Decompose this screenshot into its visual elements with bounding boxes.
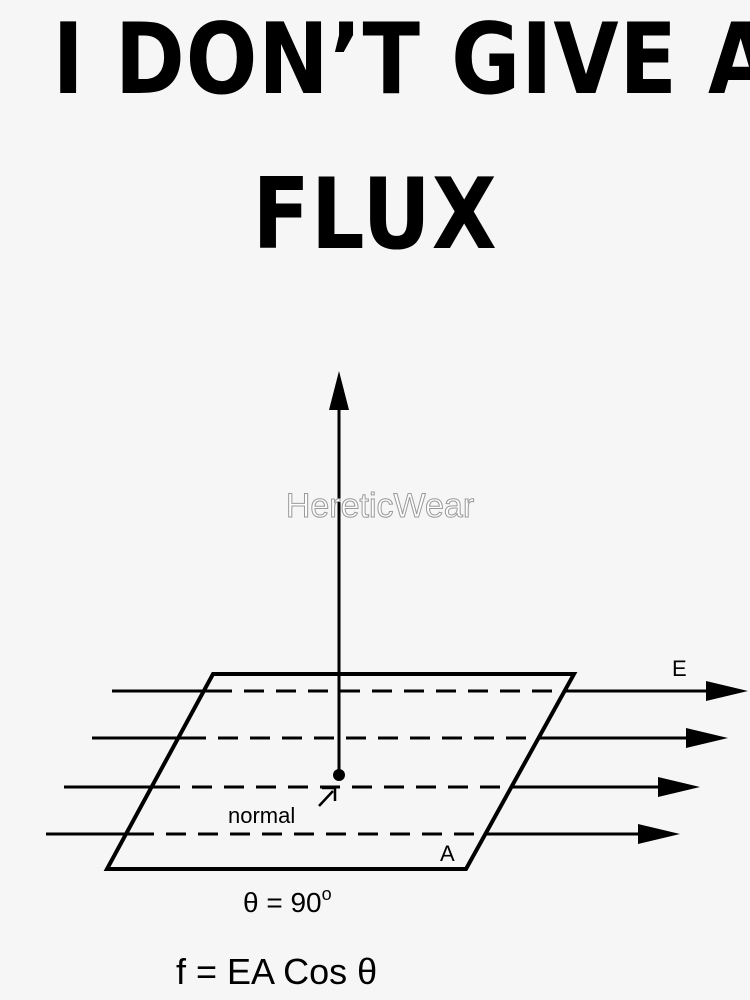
flux-formula: f = EA Cos θ xyxy=(176,951,377,992)
headline-line-1: I DON’T GIVE A xyxy=(52,3,750,117)
field-line-3 xyxy=(64,777,700,797)
field-line-2 xyxy=(92,728,728,748)
normal-vector xyxy=(329,371,349,781)
field-label: E xyxy=(672,656,687,681)
angle-unit: o xyxy=(322,884,332,904)
normal-pointer-arrow xyxy=(318,786,337,807)
headline-line-2: FLUX xyxy=(252,158,498,272)
field-arrowhead-icon xyxy=(686,728,728,748)
pointer-arrowhead-icon xyxy=(322,786,337,801)
normal-origin-dot xyxy=(333,769,345,781)
field-arrowhead-icon xyxy=(638,824,680,844)
watermark: HereticWear xyxy=(286,487,474,525)
area-plane xyxy=(103,672,578,871)
field-arrowhead-icon xyxy=(658,777,700,797)
angle-label: θ = 90o xyxy=(243,884,332,918)
field-line-4 xyxy=(46,824,680,844)
angle-label-text: θ = 90 xyxy=(243,887,322,918)
area-label: A xyxy=(440,841,455,866)
field-arrowhead-icon xyxy=(706,681,748,701)
field-line-1 xyxy=(112,681,748,701)
normal-label: normal xyxy=(228,803,295,828)
normal-arrowhead-icon xyxy=(329,371,349,410)
